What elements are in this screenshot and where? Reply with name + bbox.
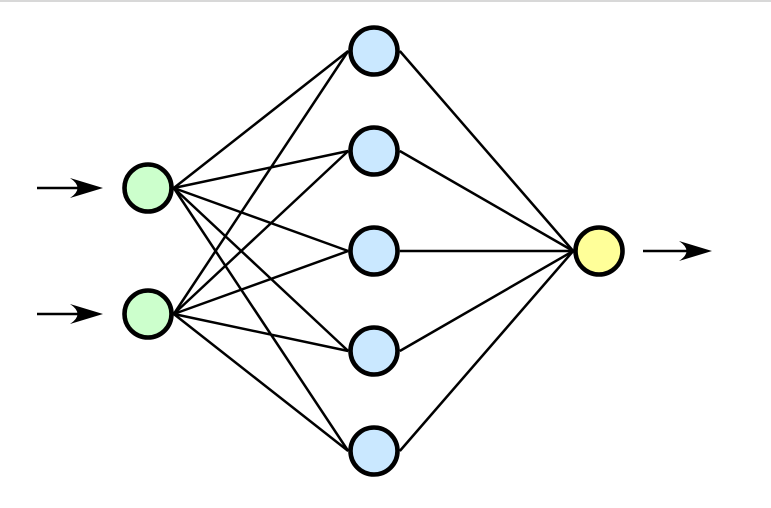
connection-edge-i2-h2 xyxy=(172,150,350,315)
connection-edge-h5-o1 xyxy=(398,250,575,452)
connection-edge-i1-h2 xyxy=(173,149,349,190)
hidden-node-5 xyxy=(348,425,400,477)
input-arrow-2 xyxy=(37,304,103,324)
output-arrow xyxy=(643,241,712,261)
connection-edge-i1-h3 xyxy=(173,186,349,253)
input-arrow-1 xyxy=(37,178,103,198)
connection-edge-i2-h5 xyxy=(173,313,349,452)
hidden-node-2 xyxy=(348,125,400,177)
input-arrow-2-head-icon xyxy=(70,304,103,324)
connection-edge-i2-h3 xyxy=(173,249,349,316)
connection-edge-h1-o1 xyxy=(398,50,575,252)
input-node-2 xyxy=(122,288,174,340)
top-border-line xyxy=(0,0,771,2)
connection-edge-h4-o1 xyxy=(399,249,574,353)
output-arrow-head-icon xyxy=(679,241,712,261)
connection-edge-h2-o1 xyxy=(399,149,574,253)
input-arrow-1-head-icon xyxy=(70,178,103,198)
hidden-node-1 xyxy=(348,25,400,77)
connection-edge-i2-h4 xyxy=(173,312,349,353)
hidden-node-4 xyxy=(348,325,400,377)
connection-edge-i1-h1 xyxy=(173,50,349,189)
output-node-1 xyxy=(573,225,625,277)
connection-edge-i1-h5 xyxy=(172,187,350,452)
connection-edge-i2-h1 xyxy=(172,50,350,315)
connection-edge-i1-h4 xyxy=(172,187,350,352)
hidden-node-3 xyxy=(348,225,400,277)
input-node-1 xyxy=(122,162,174,214)
